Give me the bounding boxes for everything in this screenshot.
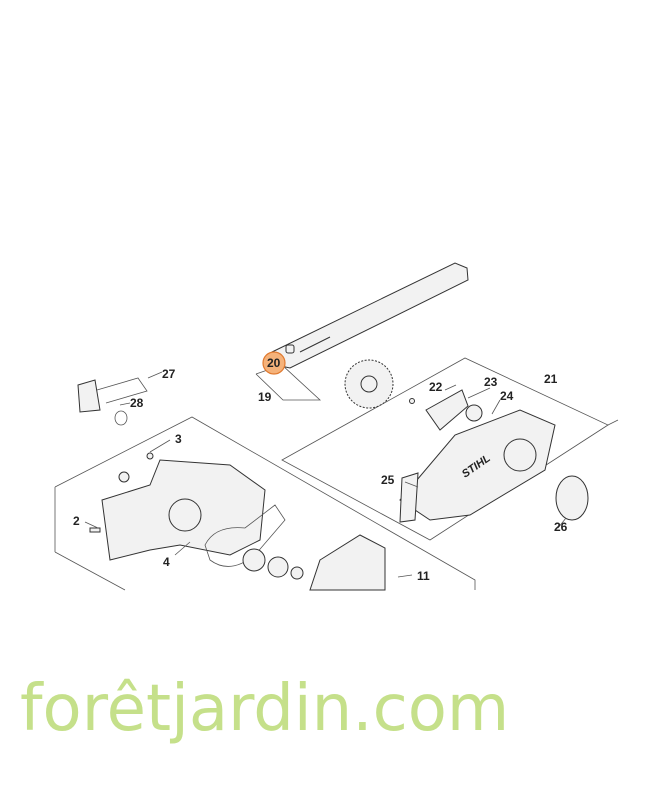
callout-4[interactable]: 4: [163, 555, 170, 569]
group-outline-crankcase: [54, 416, 476, 590]
callout-26[interactable]: 26: [554, 520, 568, 534]
watermark-text: forêtjardin.com: [20, 672, 509, 746]
crankcase-bore: [168, 498, 202, 532]
sprocket-hub: [360, 375, 378, 393]
callout-23[interactable]: 23: [484, 375, 498, 389]
part-26-cap: [555, 475, 589, 521]
callout-20[interactable]: 20: [267, 356, 281, 370]
part-24-nut: [465, 404, 483, 422]
part-20-nut: [285, 344, 295, 354]
part-11-crankcase-half: [309, 534, 386, 591]
seal-ring: [118, 471, 130, 483]
part-22-screw: [409, 398, 415, 404]
callout-21[interactable]: 21: [544, 372, 558, 386]
guide-bar: [271, 262, 469, 369]
sprocket-cover: [399, 409, 556, 521]
callout-24[interactable]: 24: [500, 389, 514, 403]
callout-22[interactable]: 22: [429, 380, 443, 394]
callout-28[interactable]: 28: [130, 396, 144, 410]
bearing: [242, 548, 266, 572]
callout-27[interactable]: 27: [162, 367, 176, 381]
callout-3[interactable]: 3: [175, 432, 182, 446]
outline-line: [54, 551, 126, 591]
part-3-nut: [146, 452, 154, 460]
part-25-cover: [399, 472, 419, 523]
guide-bar-slot: [299, 336, 331, 353]
callout-19[interactable]: 19: [258, 390, 272, 404]
callout-25[interactable]: 25: [381, 473, 395, 487]
leader-lines: [84, 371, 619, 578]
callout-2[interactable]: 2: [73, 514, 80, 528]
gasket: [204, 504, 286, 567]
part-2-stud: [89, 527, 101, 533]
part-28-oring: [114, 410, 128, 426]
group-outline-pump: [96, 377, 148, 404]
washer: [290, 566, 304, 580]
part-23-plate: [425, 389, 469, 431]
bearing: [267, 556, 289, 578]
callout-11[interactable]: 11: [417, 569, 430, 583]
part-27-pump: [77, 379, 101, 413]
callout-20-highlight[interactable]: [262, 351, 286, 375]
cover-tensioner: [503, 438, 537, 472]
